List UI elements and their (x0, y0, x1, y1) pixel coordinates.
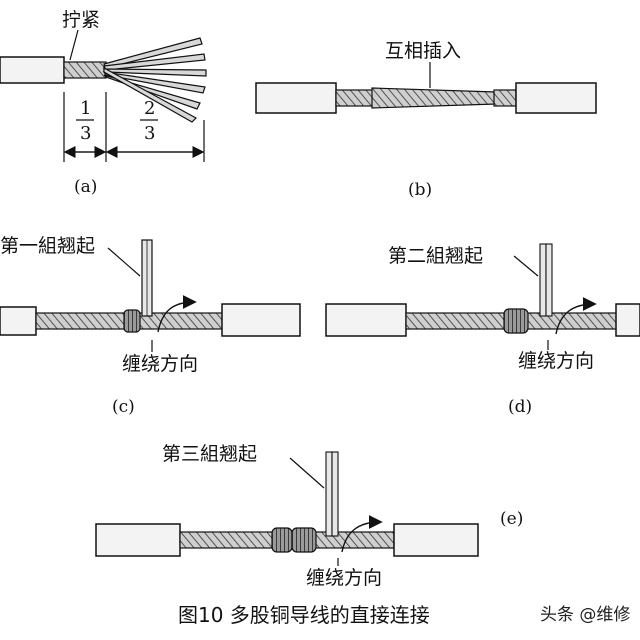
insulation-left (95, 523, 181, 557)
panel-d: 第二組翘起 缠绕方向 (d) (325, 243, 640, 417)
figure-caption: 图10 多股铜导线的直接连接 (178, 603, 430, 627)
insulation-right (615, 303, 640, 337)
core-left (335, 89, 377, 107)
fraction-2-num: 2 (144, 98, 155, 119)
panel-e-label: (e) (500, 509, 523, 529)
coil-wrap (123, 309, 141, 333)
panel-c-label: (c) (112, 397, 135, 417)
direction-arrow (341, 515, 383, 553)
fraction-1-den: 3 (80, 123, 91, 144)
direction-label: 缠绕方向 (306, 567, 382, 589)
watermark: 头条 @维修 (540, 605, 630, 625)
direction-label: 缠绕方向 (518, 350, 594, 372)
raise-leader (107, 247, 141, 277)
raised-strands (539, 243, 553, 317)
panel-b-label: (b) (408, 180, 432, 200)
fraction-two-thirds: 2 3 (140, 98, 158, 144)
direction-arrow (555, 297, 597, 335)
twist-label: 拧紧 (62, 9, 100, 31)
fraction-2-den: 3 (144, 123, 155, 144)
panel-d-label: (d) (508, 397, 532, 417)
insulation-right (393, 523, 479, 557)
direction-label: 缠绕方向 (122, 353, 198, 375)
twist-leader (69, 29, 79, 61)
coil-wrap-2 (291, 527, 317, 553)
splayed-strands (102, 37, 207, 123)
core-right (493, 89, 517, 107)
panel-b: 互相插入 (b) (255, 40, 597, 200)
insulation-right (515, 82, 597, 114)
raise-label: 第一組翘起 (0, 235, 95, 257)
raise-leader (289, 457, 325, 489)
direction-arrow (157, 295, 197, 333)
coil-wrap-1 (271, 527, 293, 553)
raise-label: 第三組翘起 (162, 443, 257, 465)
dimension-lines (63, 92, 205, 162)
insulation-left (255, 82, 337, 114)
raise-label: 第二組翘起 (388, 245, 483, 267)
raised-strands (325, 451, 339, 537)
coil-wrap (503, 308, 529, 334)
interleaved-strands (371, 87, 497, 109)
insulation-left (325, 303, 407, 337)
insulation-left (0, 306, 37, 336)
twisted-core (63, 61, 107, 79)
insulation-right (221, 303, 301, 337)
panel-a: 拧紧 1 3 2 3 (a) (0, 9, 207, 197)
fraction-one-third: 1 3 (76, 98, 94, 144)
panel-a-label: (a) (74, 177, 97, 197)
panel-c: 第一組翘起 缠绕方向 (c) (0, 235, 301, 417)
insert-label: 互相插入 (385, 40, 461, 62)
fraction-1-num: 1 (80, 98, 91, 119)
raise-leader (513, 255, 539, 277)
panel-e: 第三組翘起 缠绕方向 (e) (95, 443, 523, 589)
insulation-left (0, 56, 65, 84)
